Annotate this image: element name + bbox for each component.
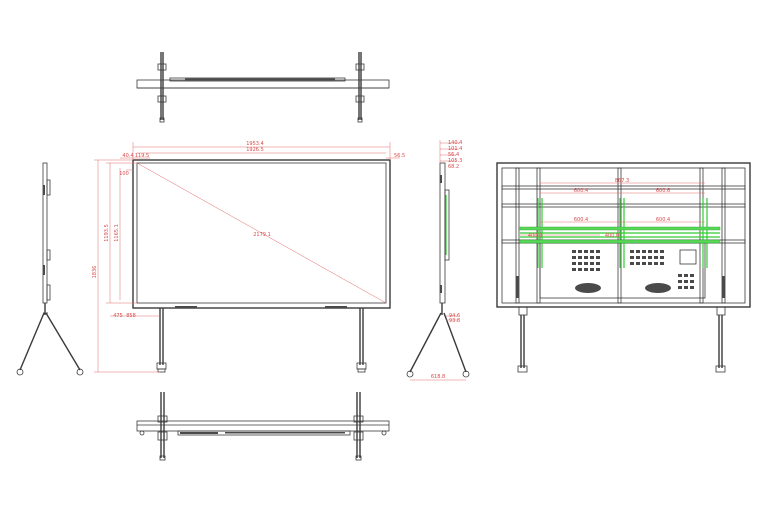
rear-dim-b: 600.4 xyxy=(574,188,588,194)
side-foot-1: 94.6 xyxy=(449,313,460,319)
front-top-small-1: 40.4 xyxy=(122,153,133,159)
left-side-view xyxy=(16,162,84,376)
side-dim-e: 68.2 xyxy=(448,164,459,170)
right-side-view: 140.4 101.4 56.4 105.3 68.2 618.8 94.6 9… xyxy=(406,140,470,381)
front-overall-height: 1836 xyxy=(92,266,98,279)
side-base-width: 618.8 xyxy=(431,374,445,380)
front-top-small-3: 56.5 xyxy=(394,153,405,159)
rear-dim-f: 600.4 xyxy=(656,217,670,223)
front-panel-height-1: 1193.5 xyxy=(104,224,110,242)
side-dim-a: 140.4 xyxy=(448,140,462,146)
front-top-small-2: 119.5 xyxy=(135,153,149,159)
side-foot-2: 93.8 xyxy=(449,318,460,324)
front-side-small: 100 xyxy=(119,171,129,177)
top-view xyxy=(136,52,390,123)
bottom-view xyxy=(136,392,390,461)
rear-dim-e: 400.0 xyxy=(528,233,542,239)
front-panel-height-2: 1165.1 xyxy=(114,224,120,242)
side-dim-b: 101.4 xyxy=(448,146,462,152)
rear-dim-a: 867.3 xyxy=(615,178,629,184)
side-dim-d: 105.3 xyxy=(448,158,462,164)
front-stand-1: 475 xyxy=(113,313,123,319)
front-overall-width: 1953.4 xyxy=(246,141,264,147)
rear-view: 867.3 600.4 600.6 600.4 400.0 600.4 400.… xyxy=(496,162,751,373)
front-view: 1953.4 1926.5 2179.1 1836 1193.5 1165.1 … xyxy=(92,141,405,373)
rear-dim-d: 600.4 xyxy=(574,217,588,223)
side-dim-c: 56.4 xyxy=(448,152,459,158)
front-diagonal: 2179.1 xyxy=(253,232,271,238)
front-stand-2: 858 xyxy=(126,313,136,319)
rear-dim-c: 600.6 xyxy=(656,188,670,194)
front-panel-width: 1926.5 xyxy=(246,147,264,153)
rear-dim-g: 400.0 xyxy=(605,233,619,239)
